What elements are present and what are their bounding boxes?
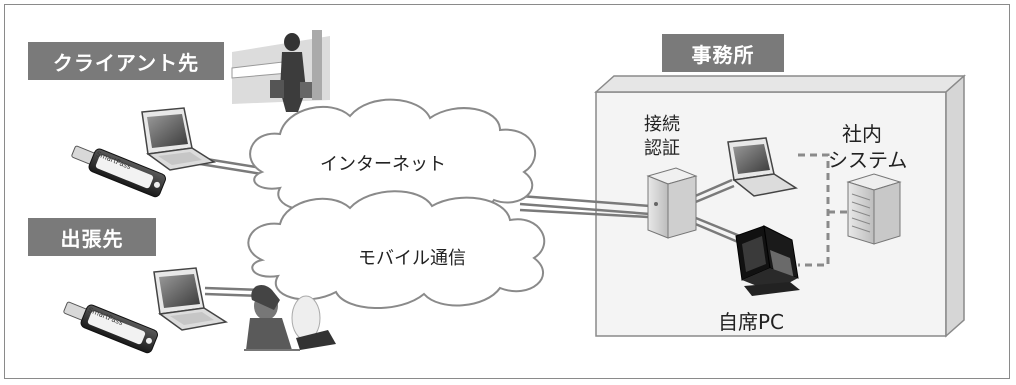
office-tag: 事務所 <box>662 34 784 72</box>
internal-system-label-line1: 社内 <box>842 122 882 146</box>
office-box <box>594 74 966 338</box>
traveler-photo <box>231 30 330 112</box>
lan-dashed-lines <box>798 153 848 267</box>
auth-server-icon <box>646 167 698 239</box>
laptop-icon <box>727 137 798 197</box>
laptop-icon <box>141 107 217 171</box>
mobile-cloud <box>247 190 546 310</box>
mobile-label: モバイル通信 <box>358 248 466 269</box>
usb-key-icon <box>63 301 159 354</box>
person-photo <box>244 285 336 351</box>
client-site-tag: クライアント先 <box>28 42 224 80</box>
auth-label-line2: 認証 <box>644 138 680 159</box>
internal-system-server-icon <box>846 173 902 245</box>
internal-system-label-line2: システム <box>828 148 908 172</box>
own-pc-label: 自席PC <box>718 310 785 334</box>
auth-label-line1: 接続 <box>644 114 680 135</box>
internet-label: インターネット <box>320 154 446 175</box>
laptop-icon <box>153 267 229 331</box>
usb-key-icon <box>71 145 167 198</box>
desktop-pc-icon <box>735 225 800 296</box>
business-trip-tag: 出張先 <box>28 218 156 256</box>
